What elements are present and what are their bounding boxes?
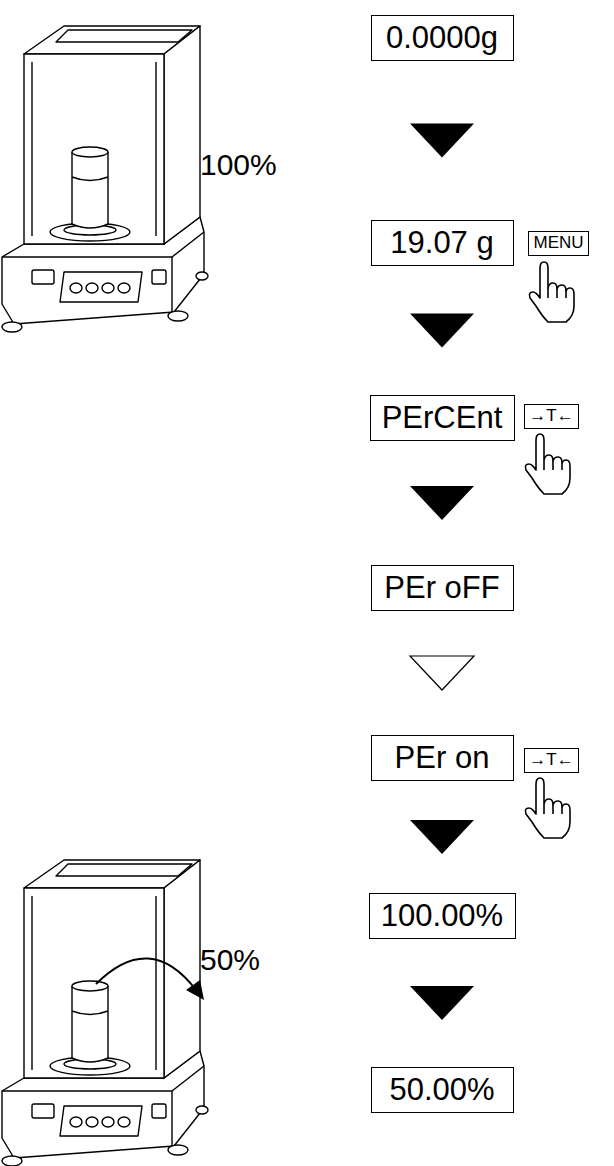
- display-text: 100.00%: [381, 898, 503, 934]
- flow-arrow: [410, 941, 474, 1065]
- display-text: 50.00%: [389, 1072, 494, 1108]
- display-box: PErCEnt: [370, 395, 515, 441]
- display-box: 0.0000g: [371, 15, 514, 61]
- flow-arrow: [410, 63, 474, 218]
- key-label: →T←: [529, 406, 573, 426]
- display-box: 50.00%: [371, 1067, 514, 1113]
- display-box: PEr on: [371, 735, 514, 781]
- key-button: →T←: [524, 404, 579, 429]
- flow-arrow: [410, 613, 474, 733]
- key-button: MENU: [528, 231, 589, 256]
- key-label: →T←: [529, 750, 573, 770]
- key-label: MENU: [533, 233, 583, 253]
- display-box: 100.00%: [369, 893, 516, 939]
- display-text: 0.0000g: [386, 20, 498, 56]
- display-box: 19.07 g: [371, 220, 514, 266]
- percent-label: 100%: [200, 148, 277, 182]
- percent-label: 50%: [200, 943, 260, 977]
- key-button: →T←: [524, 748, 579, 773]
- display-text: PEr on: [395, 740, 490, 776]
- flow-arrow: [410, 268, 474, 393]
- display-text: 19.07 g: [390, 225, 493, 261]
- display-text: PEr oFF: [384, 570, 499, 606]
- display-text: PErCEnt: [382, 400, 503, 436]
- display-box: PEr oFF: [371, 565, 514, 611]
- flow-arrow: [410, 443, 474, 563]
- flow-arrow: [410, 783, 474, 891]
